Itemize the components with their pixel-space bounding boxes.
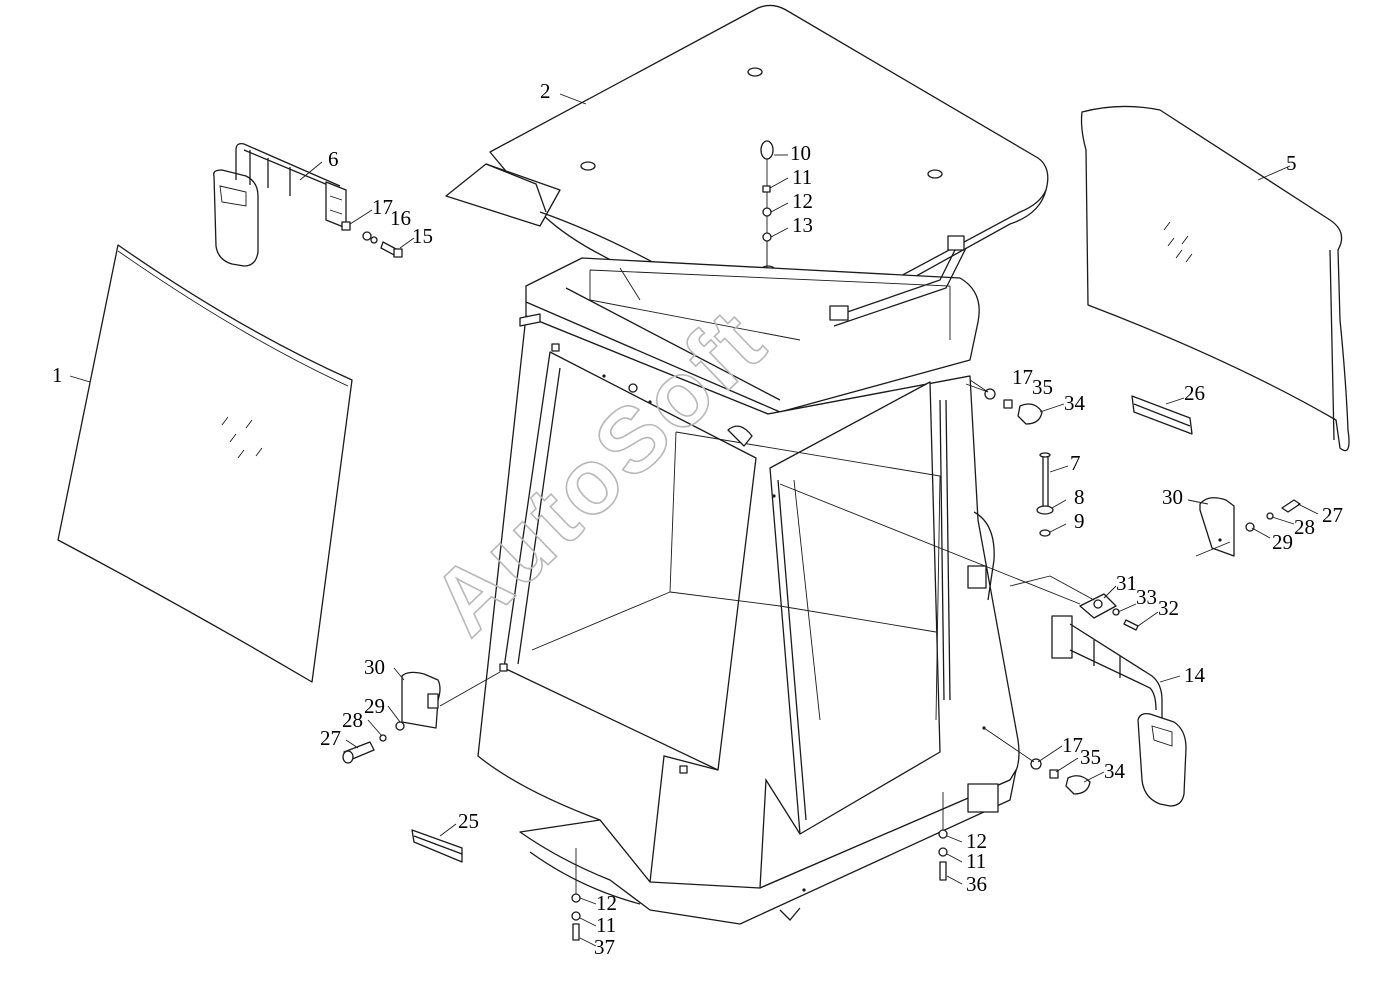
part-31-hinge[interactable] [1079, 593, 1139, 631]
callout-7: 7 [1070, 451, 1081, 475]
callout-35: 35 [1032, 375, 1053, 399]
lower-bolt-stacks [571, 829, 948, 941]
callout-27: 27 [1322, 503, 1343, 527]
callout-35: 35 [1080, 745, 1101, 769]
callout-8: 8 [1074, 485, 1085, 509]
callout-34: 34 [1064, 391, 1086, 415]
part-26-grip-handle[interactable] [1131, 395, 1193, 435]
callout-6: 6 [328, 147, 339, 171]
callout-32: 32 [1158, 596, 1179, 620]
callout-33: 33 [1136, 585, 1157, 609]
part-30-left-bracket[interactable] [342, 671, 441, 764]
callout-29: 29 [364, 694, 385, 718]
callout-17: 17 [372, 195, 393, 219]
fasteners-left-mirror [341, 221, 403, 258]
callout-numbers: 1 2 5 6 10 11 12 13 17 16 15 17 35 34 26… [52, 79, 1343, 959]
callout-27: 27 [320, 726, 341, 750]
callout-15: 15 [412, 224, 433, 248]
callout-26: 26 [1184, 381, 1205, 405]
callout-13: 13 [792, 213, 813, 237]
callout-30: 30 [364, 655, 385, 679]
callout-14: 14 [1184, 663, 1206, 687]
callout-11: 11 [966, 849, 986, 873]
part-25-grip-handle[interactable] [411, 829, 463, 863]
part-30-right-bracket[interactable] [1195, 497, 1301, 557]
callout-17: 17 [1062, 733, 1083, 757]
callout-17: 17 [1012, 365, 1033, 389]
part-1-windshield[interactable] [57, 244, 353, 683]
callout-12: 12 [966, 829, 987, 853]
callout-31: 31 [1116, 571, 1137, 595]
callout-30: 30 [1162, 485, 1183, 509]
callout-9: 9 [1074, 509, 1085, 533]
callout-25: 25 [458, 809, 479, 833]
fasteners-upper-right [984, 388, 1043, 425]
callout-11: 11 [792, 165, 812, 189]
callout-37: 37 [594, 935, 615, 959]
callout-29: 29 [1272, 530, 1293, 554]
callout-28: 28 [342, 708, 363, 732]
callout-2: 2 [540, 79, 551, 103]
callout-12: 12 [596, 891, 617, 915]
leader-lines [69, 93, 1319, 947]
part-14-right-mirror[interactable] [1051, 615, 1187, 807]
callout-5: 5 [1286, 151, 1297, 175]
callout-28: 28 [1294, 515, 1315, 539]
callout-11: 11 [596, 913, 616, 937]
callout-34: 34 [1104, 759, 1126, 783]
callout-1: 1 [52, 363, 63, 387]
callout-10: 10 [790, 141, 811, 165]
part-7-bolt-stack [1036, 452, 1054, 537]
cab-body[interactable] [477, 235, 1020, 925]
callout-36: 36 [966, 872, 987, 896]
part-5-rear-glass[interactable] [1080, 105, 1350, 452]
part-6-left-mirror[interactable] [213, 142, 347, 267]
fasteners-lower-right [1030, 758, 1091, 795]
callout-16: 16 [390, 206, 411, 230]
callout-12: 12 [792, 189, 813, 213]
